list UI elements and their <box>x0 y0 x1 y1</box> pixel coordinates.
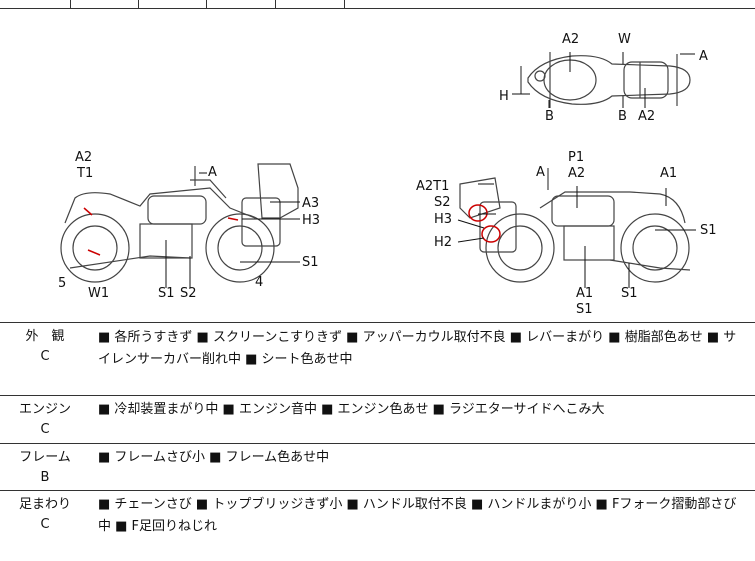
label-left-H3: H3 <box>302 213 320 228</box>
row-engine: エンジン C ■ 冷却装置まがり中 ■ エンジン音中 ■ エンジン色あせ ■ ラ… <box>0 396 755 444</box>
label-right-H3: H3 <box>434 212 452 227</box>
label-top-B1: B <box>545 109 554 124</box>
label-right-S1b: S1 <box>576 302 593 317</box>
right-side-motorcycle <box>459 168 691 283</box>
category-grade: C <box>40 349 50 364</box>
top-view-motorcycle <box>520 52 691 108</box>
label-top-A2b: A2 <box>638 109 655 124</box>
category-cell: 外 観 C <box>0 323 90 367</box>
label-left-4: 4 <box>255 275 263 290</box>
label-right-A: A <box>536 165 545 180</box>
category-cell: エンジン C <box>0 396 90 440</box>
label-top-B2: B <box>618 109 627 124</box>
label-top-H: H <box>499 89 509 104</box>
label-left-S1: S1 <box>302 255 319 270</box>
label-right-H2: H2 <box>434 235 452 250</box>
label-left-S1b: S1 <box>158 286 175 301</box>
category-name: 足まわり <box>18 497 71 512</box>
category-name: フレーム <box>19 450 71 465</box>
left-side-motorcycle <box>60 163 299 283</box>
label-right-A2: A2 <box>568 166 585 181</box>
label-right-A1: A1 <box>660 166 677 181</box>
label-left-T1: T1 <box>76 166 93 181</box>
label-left-W1: W1 <box>88 286 109 301</box>
damage-diagram: A2 W A H B B A2 A2 T1 A A3 H3 S1 4 5 W1 … <box>0 8 755 323</box>
category-grade: C <box>40 517 50 532</box>
label-top-A: A <box>699 49 708 64</box>
label-left-A: A <box>208 165 217 180</box>
condition-text: ■ 各所うすきず ■ スクリーンこすりきず ■ アッパーカウル取付不良 ■ レバ… <box>98 330 737 367</box>
condition-text: ■ チェーンさび ■ トップブリッジきず小 ■ ハンドル取付不良 ■ ハンドルま… <box>98 497 737 534</box>
category-cell: 足まわり C <box>0 491 90 535</box>
label-left-A3: A3 <box>302 196 319 211</box>
label-left-S2: S2 <box>180 286 197 301</box>
row-exterior: 外 観 C ■ 各所うすきず ■ スクリーンこすりきず ■ アッパーカウル取付不… <box>0 323 755 396</box>
label-right-A2T1: A2T1 <box>416 179 449 194</box>
condition-text: ■ 冷却装置まがり中 ■ エンジン音中 ■ エンジン色あせ ■ ラジエターサイド… <box>98 402 605 417</box>
row-suspension: 足まわり C ■ チェーンさび ■ トップブリッジきず小 ■ ハンドル取付不良 … <box>0 491 755 561</box>
label-right-S2: S2 <box>434 195 451 210</box>
label-left-5: 5 <box>58 276 66 291</box>
motorcycle-diagram-svg: A2 W A H B B A2 A2 T1 A A3 H3 S1 4 5 W1 … <box>58 32 717 317</box>
top-table-fragment <box>0 0 755 9</box>
label-top-A2: A2 <box>562 32 579 47</box>
category-name: 外 観 <box>25 329 65 344</box>
leader-lines <box>165 52 696 288</box>
label-right-S1c: S1 <box>621 286 638 301</box>
label-right-A1b: A1 <box>576 286 593 301</box>
label-right-S1: S1 <box>700 223 717 238</box>
category-grade: B <box>40 470 50 485</box>
row-frame: フレーム B ■ フレームさび小 ■ フレーム色あせ中 <box>0 444 755 491</box>
category-name: エンジン <box>18 402 71 417</box>
label-right-P1: P1 <box>568 150 584 165</box>
label-top-W: W <box>618 32 631 47</box>
category-cell: フレーム B <box>0 444 90 488</box>
label-left-A2: A2 <box>75 150 92 165</box>
category-grade: C <box>40 422 50 437</box>
condition-text: ■ フレームさび小 ■ フレーム色あせ中 <box>98 450 330 465</box>
damage-marks <box>83 204 501 256</box>
